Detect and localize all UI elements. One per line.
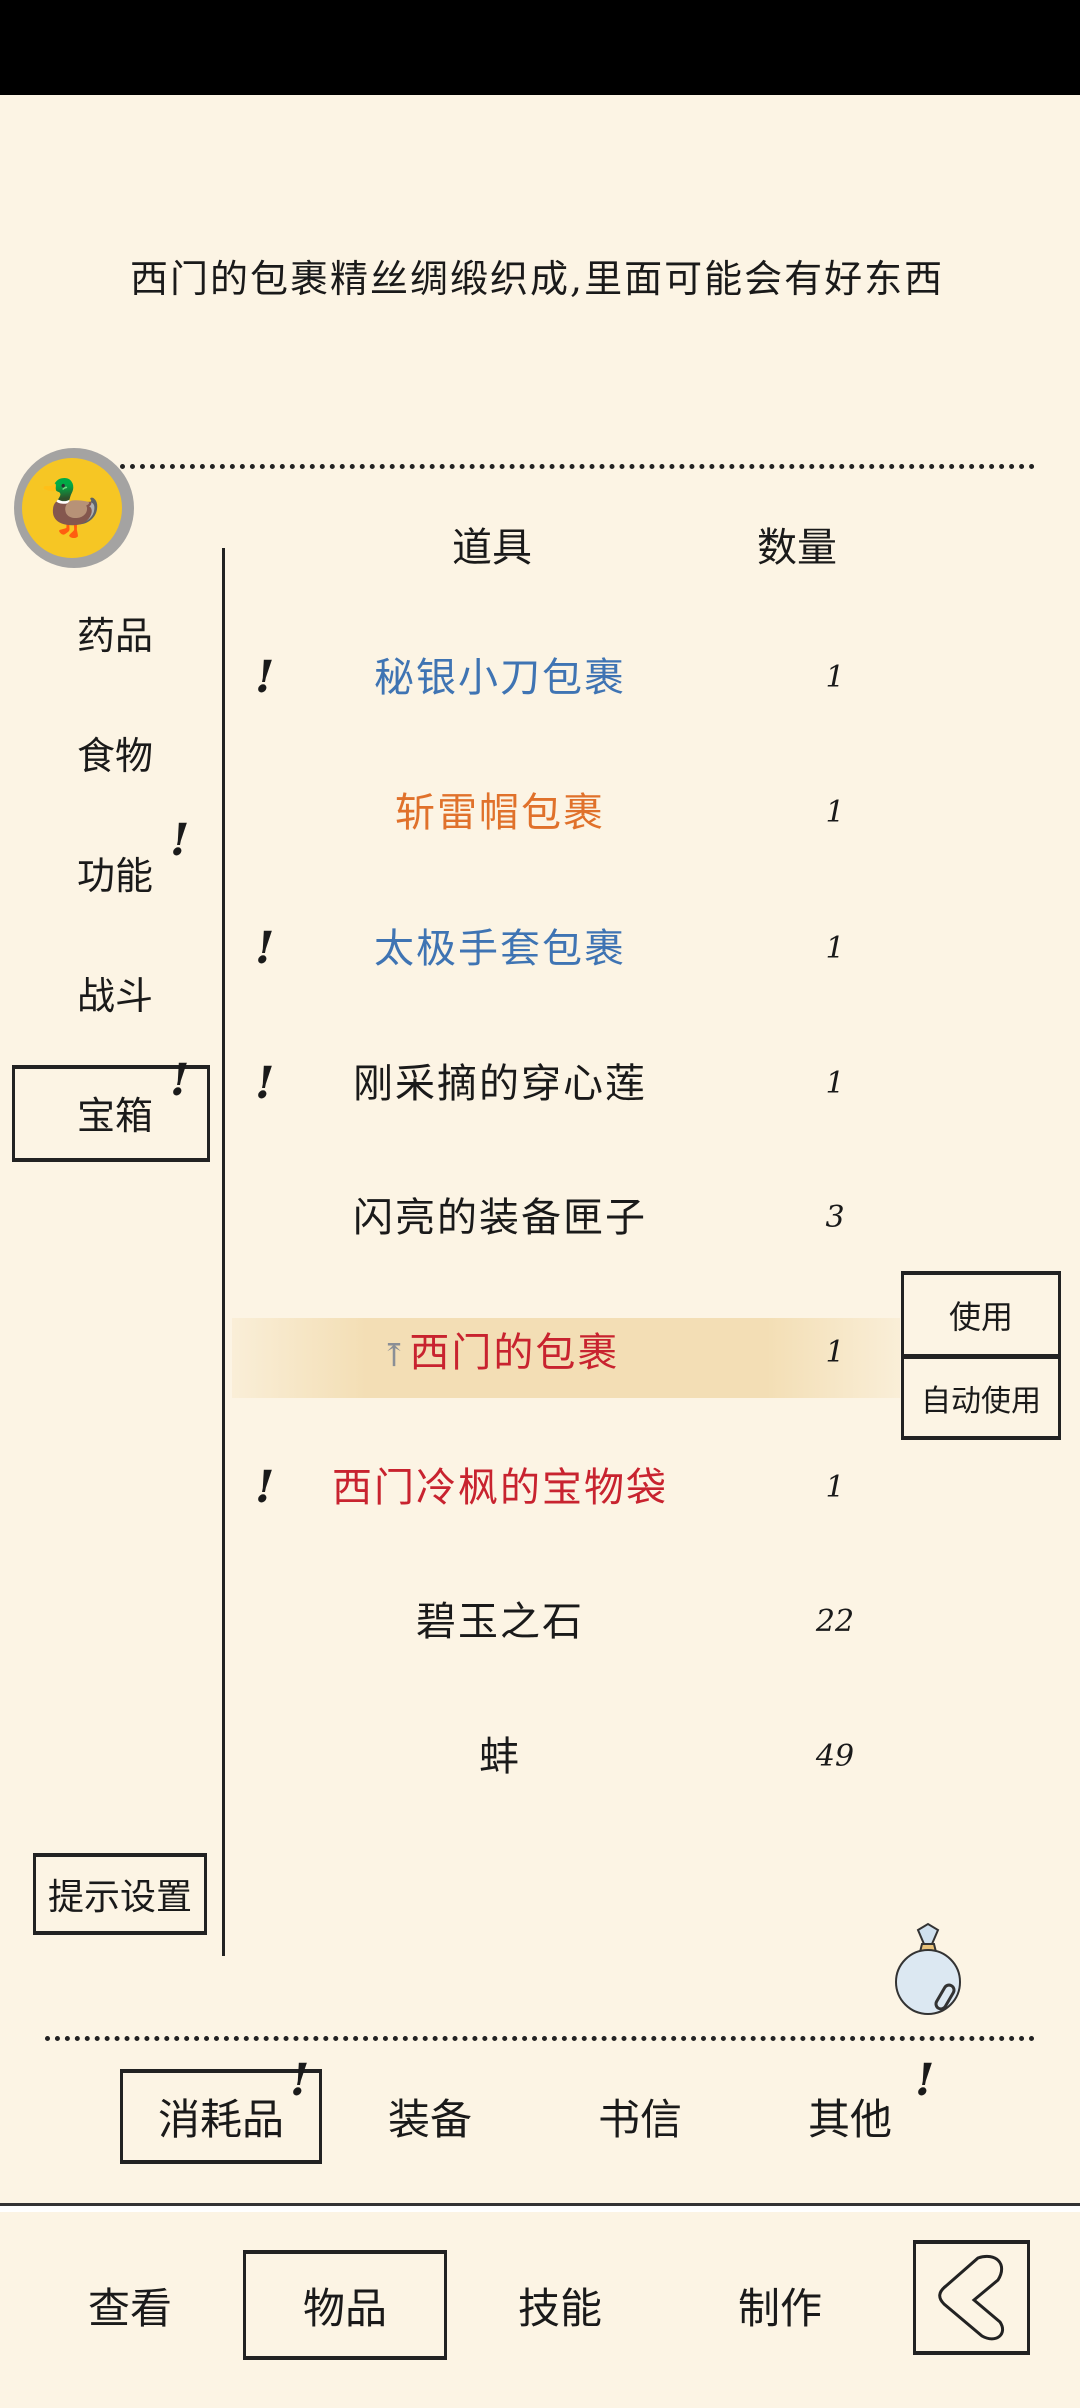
item-qty: 49 [815,1739,855,1774]
item-name: 碧玉之石 [230,1582,770,1662]
item-row[interactable]: ! 秘银小刀包裹 1 [230,638,900,718]
item-qty: 1 [825,660,845,695]
item-name-text: 太极手套包裹 [374,926,626,972]
item-qty: 1 [825,1066,845,1101]
item-row[interactable]: ! 太极手套包裹 1 [230,909,900,989]
nav-skills[interactable]: 技能 [517,2283,602,2333]
item-name-text: 斩雷帽包裹 [395,790,605,836]
item-qty: 22 [815,1604,855,1639]
item-name-text: 碧玉之石 [416,1599,584,1645]
nav-view[interactable]: 查看 [87,2283,172,2333]
item-row[interactable]: 斩雷帽包裹 1 [230,773,900,853]
item-name: 西门冷枫的宝物袋 [230,1448,770,1528]
use-button[interactable]: 使用 [901,1271,1061,1358]
alert-mark: ! [290,2055,310,2106]
item-qty: 3 [825,1200,845,1235]
sidebar-item-chest[interactable]: 宝箱 [76,1094,153,1138]
sidebar-item-combat[interactable]: 战斗 [76,974,153,1018]
sidebar-item-chest-selected[interactable] [12,1065,210,1162]
item-row[interactable]: ! 刚采摘的穿心莲 1 [230,1044,900,1124]
tab-consumables[interactable]: 消耗品 [157,2095,284,2144]
nav-items-frame[interactable] [243,2250,447,2360]
item-row[interactable]: ⤒西门的包裹 1 [230,1313,900,1393]
item-name: 刚采摘的穿心莲 [230,1044,770,1124]
item-row[interactable]: ! 西门冷枫的宝物袋 1 [230,1448,900,1528]
item-description: 西门的包裹精丝绸缎织成,里面可能会有好东西 [130,257,945,301]
item-name: 斩雷帽包裹 [230,773,770,853]
sidebar-item-food[interactable]: 食物 [76,734,153,778]
alert-mark: ! [255,652,275,703]
sidebar-divider [222,548,225,1956]
back-button[interactable] [913,2240,1030,2355]
nav-separator [0,2203,1080,2206]
column-header-qty: 数量 [757,525,837,571]
item-name-text: 刚采摘的穿心莲 [353,1061,647,1107]
divider-bottom [45,2036,1035,2041]
nav-separator-gap [0,2206,1080,2212]
item-name: ⤒西门的包裹 [230,1313,770,1395]
pin-top-icon[interactable]: ⤒ [380,1336,410,1374]
tab-letters[interactable]: 书信 [597,2095,682,2144]
item-name: 蚌 [230,1717,770,1797]
nav-craft[interactable]: 制作 [737,2283,822,2333]
bag-icon[interactable] [888,1922,968,2017]
alert-mark: ! [915,2055,935,2106]
item-name: 闪亮的装备匣子 [230,1178,770,1258]
divider-top [120,464,1035,469]
item-qty: 1 [825,1470,845,1505]
column-header-item: 道具 [452,525,532,571]
back-icon [938,2255,1005,2341]
item-name: 秘银小刀包裹 [230,638,770,718]
duck-avatar-icon[interactable]: 🦆 [22,458,122,558]
tab-equipment[interactable]: 装备 [387,2095,472,2144]
item-name-text: 闪亮的装备匣子 [353,1195,647,1241]
item-name-text: 西门冷枫的宝物袋 [332,1465,668,1511]
item-name: 太极手套包裹 [230,909,770,989]
sidebar-item-medicine[interactable]: 药品 [76,614,153,658]
item-row[interactable]: 蚌 49 [230,1717,900,1797]
item-name-text: 蚌 [479,1734,521,1780]
item-row[interactable]: 碧玉之石 22 [230,1582,900,1662]
sidebar-item-function[interactable]: 功能 [76,854,153,898]
tab-other[interactable]: 其他 [807,2095,892,2144]
alert-mark: ! [170,1055,190,1106]
nav-items[interactable]: 物品 [302,2283,387,2333]
item-qty: 1 [825,931,845,966]
selected-row-highlight [232,1318,900,1398]
auto-use-button[interactable]: 自动使用 [901,1355,1061,1440]
alert-mark: ! [255,1058,275,1109]
item-row[interactable]: 闪亮的装备匣子 3 [230,1178,900,1258]
status-bar [0,0,1080,95]
hint-settings-button[interactable]: 提示设置 [33,1853,207,1935]
item-qty: 1 [825,1335,845,1370]
alert-mark: ! [255,923,275,974]
alert-mark: ! [255,1462,275,1513]
item-name-text: 西门的包裹 [409,1330,620,1376]
tab-consumables-frame[interactable] [120,2069,322,2164]
item-name-text: 秘银小刀包裹 [374,655,626,701]
alert-mark: ! [170,815,190,866]
item-qty: 1 [825,795,845,830]
